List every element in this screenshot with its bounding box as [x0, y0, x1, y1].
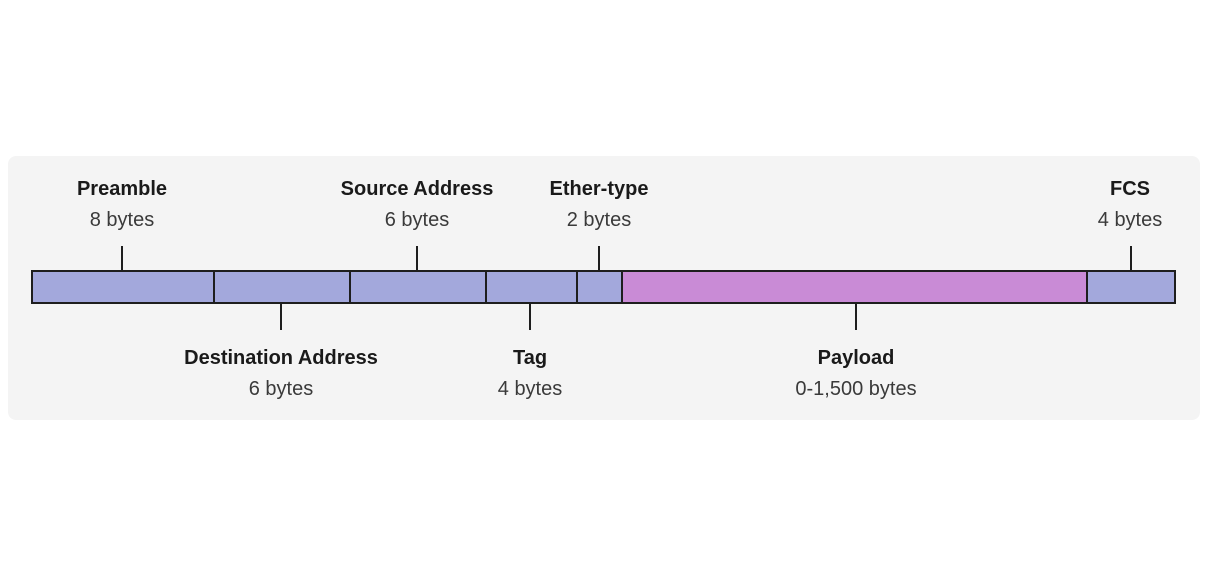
field-name: Payload — [817, 347, 895, 369]
field-name: Ether-type — [549, 178, 649, 200]
field-name: Destination Address — [184, 347, 378, 369]
tick-tag — [529, 304, 531, 330]
tick-fcs — [1130, 246, 1132, 270]
label-fcs: FCS 4 bytes — [1098, 177, 1162, 232]
label-destination-address: Destination Address 6 bytes — [184, 346, 378, 401]
segment-destination-address — [215, 272, 351, 302]
tick-source-address — [416, 246, 418, 270]
segment-tag — [487, 272, 578, 302]
field-size: 2 bytes — [566, 209, 632, 231]
segment-preamble — [33, 272, 215, 302]
field-size: 8 bytes — [89, 209, 155, 231]
label-tag: Tag 4 bytes — [498, 346, 562, 401]
label-ether-type: Ether-type 2 bytes — [550, 177, 649, 232]
field-size: 4 bytes — [497, 378, 563, 400]
field-size: 6 bytes — [384, 209, 450, 231]
tick-payload — [855, 304, 857, 330]
field-size: 0-1,500 bytes — [795, 378, 917, 400]
field-name: Preamble — [76, 178, 168, 200]
segment-source-address — [351, 272, 487, 302]
label-source-address: Source Address 6 bytes — [341, 177, 494, 232]
tick-destination-address — [280, 304, 282, 330]
field-name: Tag — [512, 347, 548, 369]
field-name: Source Address — [340, 178, 494, 200]
field-name: FCS — [1109, 178, 1150, 200]
tick-ether-type — [598, 246, 600, 270]
segment-ether-type — [578, 272, 623, 302]
label-preamble: Preamble 8 bytes — [77, 177, 167, 232]
label-payload: Payload 0-1,500 bytes — [795, 346, 916, 401]
field-size: 6 bytes — [248, 378, 314, 400]
segment-fcs — [1088, 272, 1174, 302]
tick-preamble — [121, 246, 123, 270]
segment-payload — [623, 272, 1088, 302]
field-size: 4 bytes — [1097, 209, 1163, 231]
ethernet-frame-bar — [31, 270, 1176, 304]
